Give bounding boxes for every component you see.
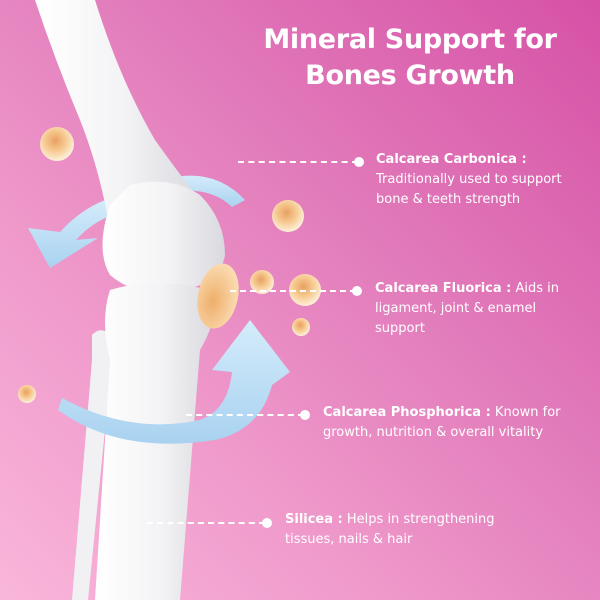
mineral-description: Helps in strengthening tissues, nails & … (285, 512, 495, 547)
mineral-name: Calcarea Carbonica : (376, 152, 527, 167)
leader-dot-icon (352, 286, 362, 296)
mineral-description: Traditionally used to support bone & tee… (376, 172, 562, 207)
rotation-arrow-lower (58, 320, 290, 444)
callout-text: Calcarea Fluorica : Aids in ligament, jo… (375, 279, 575, 339)
title-line-2: Bones Growth (305, 60, 515, 91)
callout-text: Calcarea Carbonica : Traditionally used … (376, 150, 576, 210)
dashed-leader-line (147, 522, 265, 524)
mineral-name: Calcarea Phosphorica : (323, 405, 491, 420)
mineral-name: Calcarea Fluorica : (375, 281, 512, 296)
dashed-leader-line (186, 414, 304, 416)
mineral-description: Aids in ligament, joint & enamel support (375, 281, 560, 336)
rotation-arrow-upper (28, 175, 245, 268)
page-title: Mineral Support for Bones Growth (240, 22, 580, 94)
leader-dot-icon (300, 410, 310, 420)
mineral-description: Known for growth, nutrition & overall vi… (323, 405, 561, 440)
mineral-name: Silicea : (285, 512, 343, 527)
dashed-leader-line (238, 161, 358, 163)
leader-dot-icon (354, 157, 364, 167)
dashed-leader-line (230, 290, 356, 292)
callout-text: Silicea : Helps in strengthening tissues… (285, 510, 515, 550)
callout-text: Calcarea Phosphorica : Known for growth,… (323, 403, 593, 443)
leader-dot-icon (262, 518, 272, 528)
title-line-1: Mineral Support for (263, 24, 557, 55)
